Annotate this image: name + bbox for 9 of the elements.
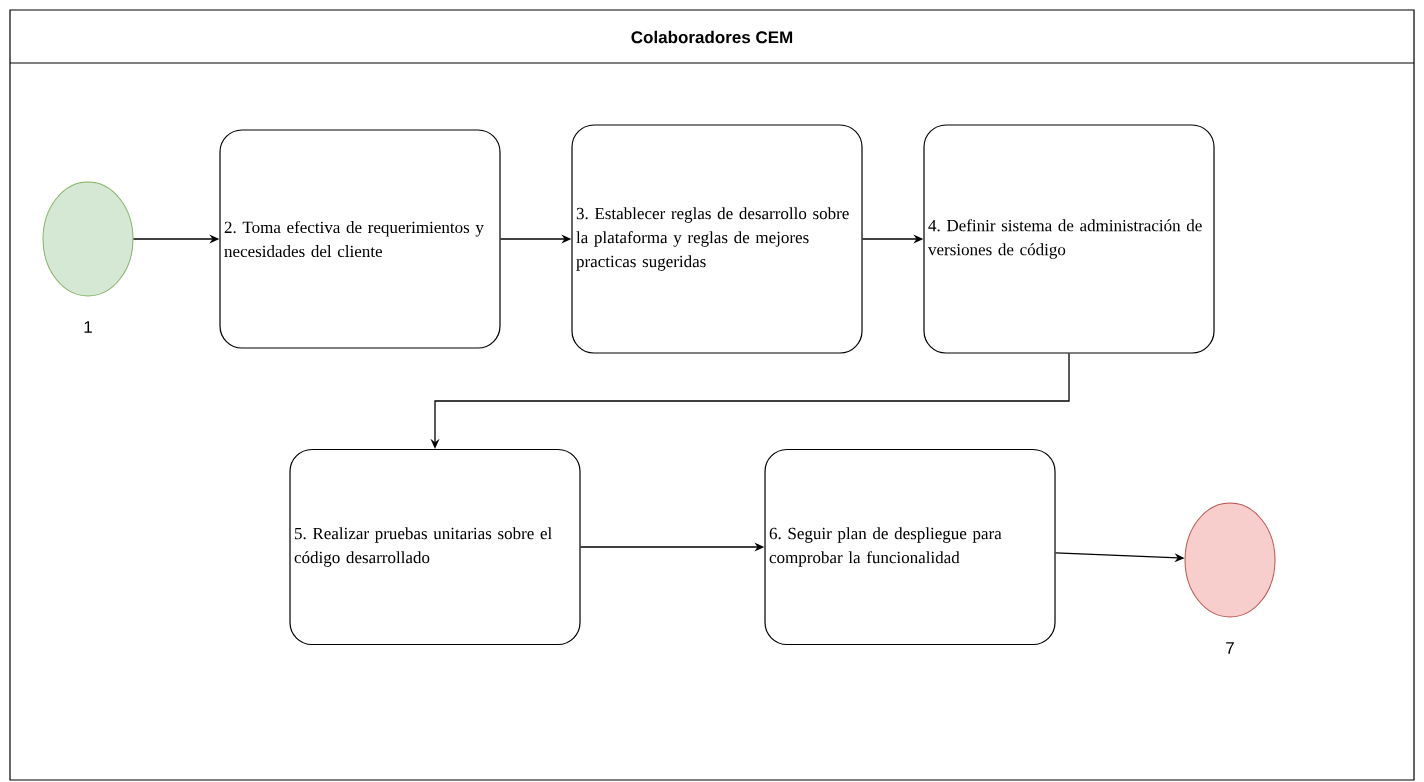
process-box: 4. Definir sistema de administración de versiones de código — [923, 124, 1215, 354]
process-box: 2. Toma efectiva de requerimientos y necesidades del cliente — [219, 129, 501, 349]
event-circle — [1184, 502, 1276, 618]
process-box: 3. Establecer reglas de desarrollo sobre la plataforma y reglas de mejores practicas sugeridas — [571, 124, 863, 354]
step-number: 7 — [1226, 642, 1234, 654]
event-circle — [42, 181, 134, 297]
process-box: 6. Seguir plan de despliegue para comprobar la funcionalidad — [764, 448, 1056, 646]
step-number: 1 — [84, 321, 92, 333]
process-box: 5. Realizar pruebas unitarias sobre el código desarrollado — [289, 448, 581, 646]
